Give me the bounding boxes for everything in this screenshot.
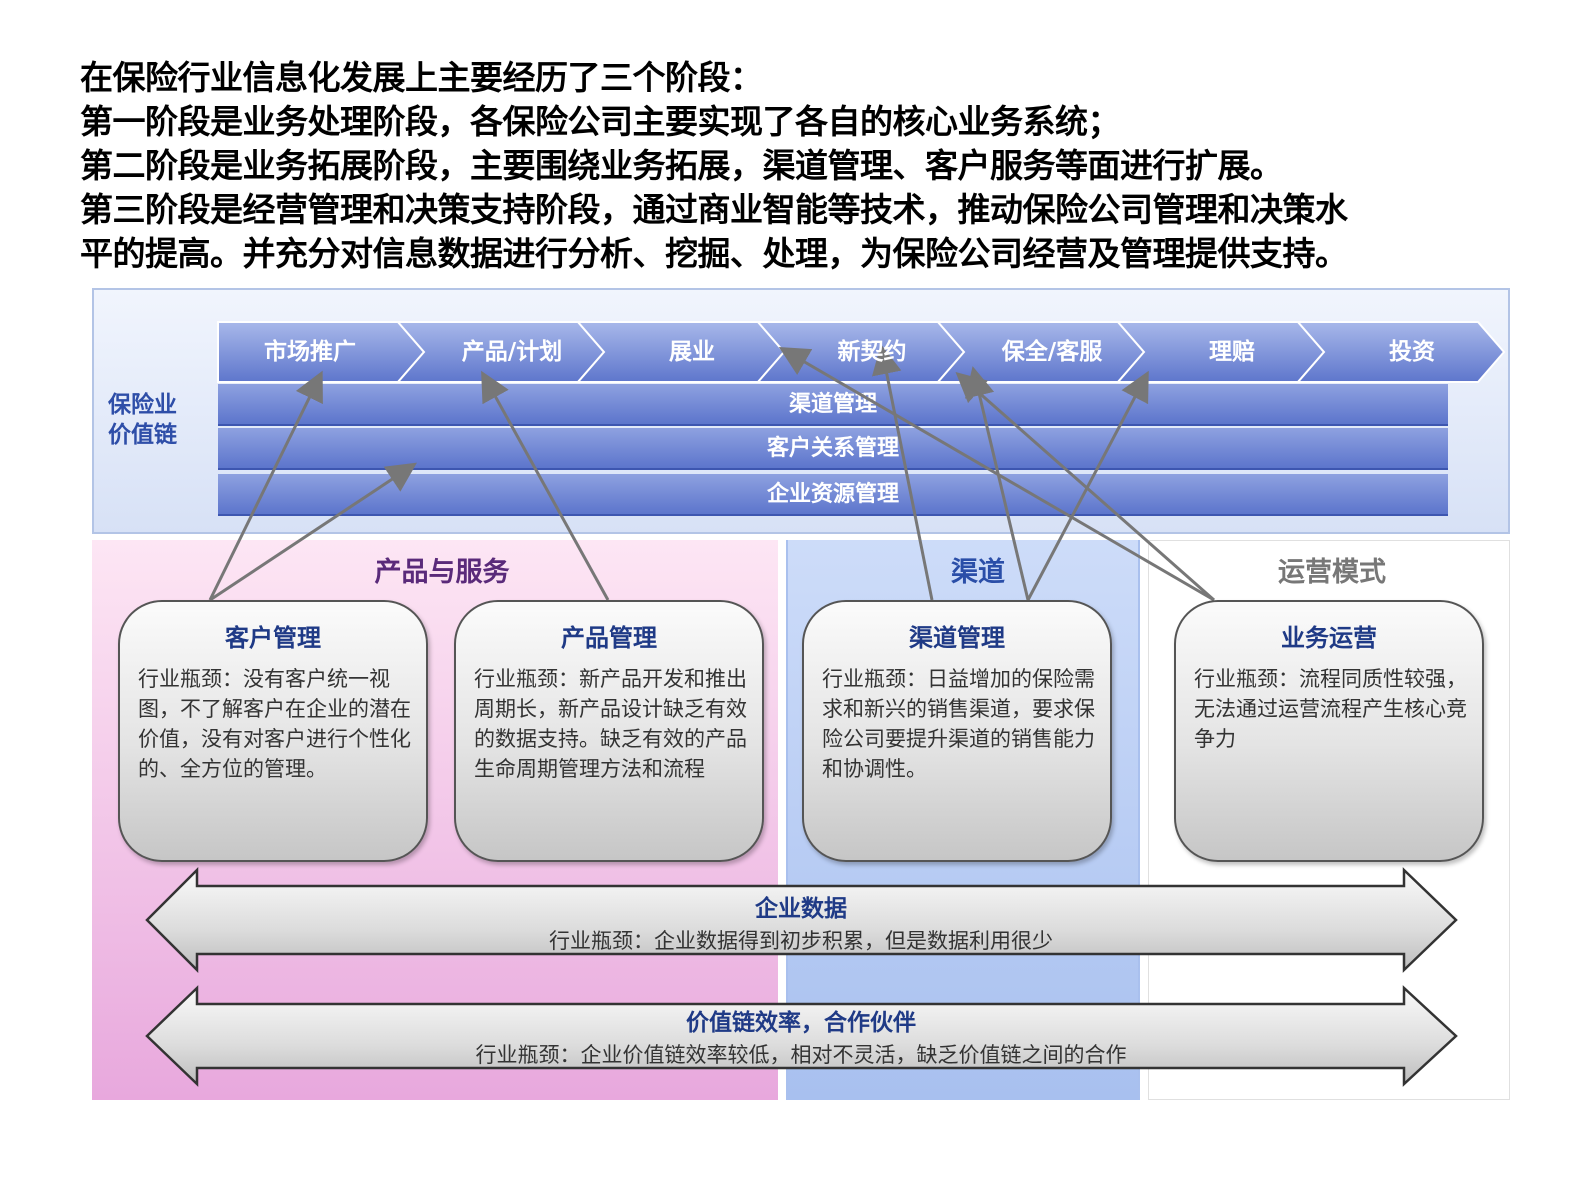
card-body: 行业瓶颈：日益增加的保险需求和新兴的销售渠道，要求保险公司要提升渠道的销售能力和… xyxy=(822,667,1095,781)
insurance-value-chain-diagram: 保险业 价值链 渠道管理 客户关系管理 企业资源管理 xyxy=(92,288,1510,1100)
intro-line: 第二阶段是业务拓展阶段，主要围绕业务拓展，渠道管理、客户服务等面进行扩展。 xyxy=(80,146,1283,185)
diagram-shapes xyxy=(145,321,1506,1087)
value-chain-step-chevron xyxy=(1295,321,1506,383)
value-chain-efficiency-arrow xyxy=(145,985,1458,1087)
channel-management-card: 渠道管理 行业瓶颈：日益增加的保险需求和新兴的销售渠道，要求保险公司要提升渠道的… xyxy=(802,600,1112,862)
value-chain-efficiency-text: 价值链效率，合作伙伴 行业瓶颈：企业价值链效率较低，相对不灵活，缺乏价值链之间的… xyxy=(475,1010,1127,1067)
value-chain-step-label: 新契约 xyxy=(837,339,907,365)
card-body: 行业瓶颈：新产品开发和推出周期长，新产品设计缺乏有效的数据支持。缺乏有效的产品生… xyxy=(474,667,747,781)
operation-mode-title: 运营模式 xyxy=(1278,557,1386,588)
value-chain-step-label: 市场推广 xyxy=(264,339,356,365)
card-title: 产品管理 xyxy=(561,624,657,652)
value-chain-label: 保险业 价值链 xyxy=(108,392,177,448)
customer-management-card: 客户管理 行业瓶颈：没有客户统一视图，不了解客户在企业的潜在价值，没有对客户进行… xyxy=(118,600,428,862)
erp-bar: 企业资源管理 xyxy=(218,474,1448,516)
crm-bar: 客户关系管理 xyxy=(218,428,1448,470)
intro-line: 平的提高。并充分对信息数据进行分析、挖掘、处理，为保险公司经营及管理提供支持。 xyxy=(80,234,1348,273)
intro-line: 在保险行业信息化发展上主要经历了三个阶段： xyxy=(80,58,763,97)
intro-line: 第一阶段是业务处理阶段，各保险公司主要实现了各自的核心业务系统； xyxy=(80,102,1121,141)
intro-text: 在保险行业信息化发展上主要经历了三个阶段： 第一阶段是业务处理阶段，各保险公司主… xyxy=(80,56,1520,276)
card-body: 行业瓶颈：流程同质性较强，无法通过运营流程产生核心竞争力 xyxy=(1194,667,1467,751)
card-title: 业务运营 xyxy=(1281,624,1377,652)
intro-line: 第三阶段是经营管理和决策支持阶段，通过商业智能等技术，推动保险公司管理和决策水 xyxy=(80,190,1348,229)
value-chain-step-label: 展业 xyxy=(669,339,715,365)
card-body: 行业瓶颈：没有客户统一视图，不了解客户在企业的潜在价值，没有对客户进行个性化的、… xyxy=(138,667,411,781)
enterprise-data-text: 企业数据 行业瓶颈：企业数据得到初步积累，但是数据利用很少 xyxy=(549,896,1053,953)
card-title: 渠道管理 xyxy=(909,624,1005,652)
channel-title: 渠道 xyxy=(951,557,1005,588)
card-title: 客户管理 xyxy=(225,624,321,652)
value-chain-step-label: 理赔 xyxy=(1209,339,1255,365)
business-operation-card: 业务运营 行业瓶颈：流程同质性较强，无法通过运营流程产生核心竞争力 xyxy=(1174,600,1484,862)
product-management-card: 产品管理 行业瓶颈：新产品开发和推出周期长，新产品设计缺乏有效的数据支持。缺乏有… xyxy=(454,600,764,862)
value-chain-step-label: 产品/计划 xyxy=(461,339,563,365)
product-service-title: 产品与服务 xyxy=(374,557,510,588)
value-chain-step-label: 保全/客服 xyxy=(1001,339,1103,365)
enterprise-data-arrow xyxy=(145,866,1458,974)
value-chain-step-label: 投资 xyxy=(1389,339,1435,365)
channel-management-bar: 渠道管理 xyxy=(218,384,1448,426)
